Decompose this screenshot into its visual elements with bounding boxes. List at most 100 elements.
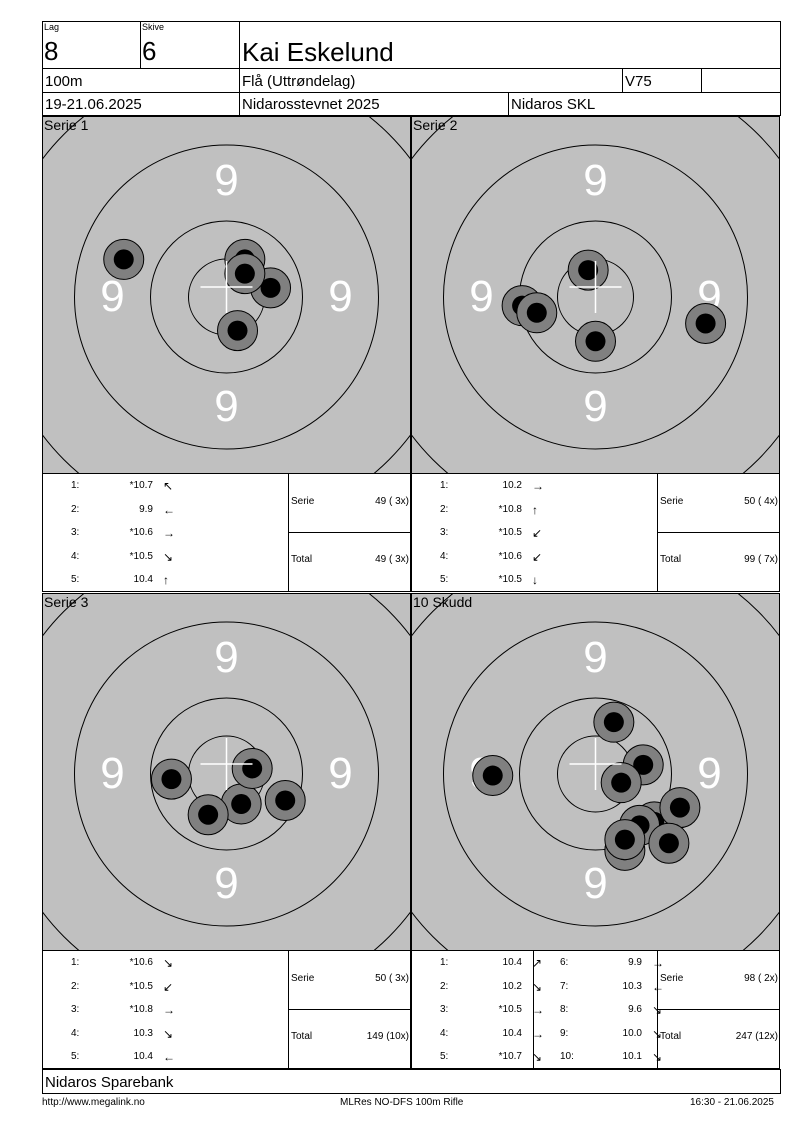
table-row: 3:*10.6→ (71, 526, 191, 540)
serie-value: 50 ( 3x) (375, 973, 409, 984)
direction-arrow-icon: ↗ (532, 956, 543, 970)
shot-number: 4: (71, 1027, 80, 1039)
target-ring (443, 144, 748, 450)
shot-center (198, 804, 219, 825)
skive-value: 6 (142, 36, 157, 66)
table-row: 2:10.2↘ (440, 980, 560, 994)
shooter-name-cell: Kai Eskelund (239, 21, 781, 69)
club: Flå (Uttrøndelag) (242, 73, 356, 90)
shot-value: *10.7 (498, 1051, 522, 1062)
shot-table: 1:10.4↗2:10.2↘3:*10.5→4:10.4→5:*10.7↘6:9… (411, 950, 780, 1069)
ring-number: 9 (583, 633, 607, 682)
ring-number: 9 (214, 859, 238, 908)
shot-number: 4: (71, 550, 80, 562)
shot-center (234, 263, 255, 284)
shot-number: 3: (71, 527, 80, 538)
table-row: 1:10.4↗ (440, 956, 560, 970)
serie-value: 50 ( 4x) (744, 496, 778, 507)
footer-url[interactable]: http://www.megalink.no (42, 1097, 145, 1108)
ring-number: 9 (100, 272, 124, 321)
shot-number: 4: (440, 550, 449, 562)
target-ring (150, 220, 303, 374)
event-cell: Nidarosstevnet 2025 (239, 92, 509, 116)
direction-arrow-icon: ↙ (163, 979, 174, 994)
total-label: Total (660, 554, 682, 565)
shot-number: 1: (440, 480, 449, 491)
shot-center (611, 772, 632, 793)
table-row: 4:10.4→ (440, 1027, 560, 1041)
class: V75 (625, 73, 652, 90)
direction-arrow-icon: → (163, 526, 175, 540)
shot-table: 1:*10.6↘2:*10.5↙3:*10.8→4:10.3↘5:10.4←Se… (42, 950, 411, 1069)
shot-number: 6: (560, 957, 569, 968)
table-row: 1:*10.6↘ (71, 956, 191, 970)
serie-cell: Serie 50 ( 3x) (288, 951, 411, 1010)
shot-number: 2: (440, 980, 449, 992)
serie-value: 49 ( 3x) (375, 496, 409, 507)
ring-number: 9 (583, 382, 607, 431)
dates: 19-21.06.2025 (45, 96, 142, 113)
target-panel: 999910 Skudd (411, 593, 780, 951)
direction-arrow-icon: ↖ (163, 479, 174, 493)
table-row: 5:*10.5↓ (440, 573, 560, 587)
shooter-name: Kai Eskelund (242, 37, 394, 67)
ring-number: 9 (214, 156, 238, 205)
shot-number: 7: (560, 980, 569, 992)
shot-value: 9.9 (139, 503, 153, 515)
total-value: 149 (10x) (366, 1031, 409, 1042)
table-row: 1:*10.7↖ (71, 479, 191, 493)
serie-label: Serie (660, 496, 684, 507)
sponsor: Nidaros Sparebank (45, 1074, 174, 1091)
total-label: Total (291, 554, 313, 565)
direction-arrow-icon: → (532, 1026, 544, 1041)
shot-value: 10.2 (502, 980, 522, 992)
shot-value: 10.0 (622, 1027, 642, 1039)
serie-label: Serie (291, 973, 315, 984)
shot-center (113, 249, 134, 270)
shot-value: 10.1 (622, 1051, 642, 1062)
panel-title: 10 Skudd (413, 594, 473, 610)
skive-label: Skive (142, 22, 165, 32)
shot-center (526, 302, 547, 323)
shot-number: 3: (71, 1004, 80, 1015)
total-label: Total (291, 1031, 313, 1042)
direction-arrow-icon: ↙ (532, 526, 543, 540)
table-row: 7:10.3← (560, 980, 680, 994)
lag-cell: Lag 8 (42, 21, 141, 69)
shot-number: 1: (440, 957, 449, 968)
panel-title: Serie 1 (44, 117, 89, 133)
shot-number: 4: (440, 1027, 449, 1039)
shot-value: 10.2 (502, 480, 522, 491)
direction-arrow-icon: → (652, 956, 664, 970)
direction-arrow-icon: ↑ (163, 573, 169, 587)
table-row: 5:*10.7↘ (440, 1050, 560, 1064)
shot-value: *10.8 (129, 1004, 153, 1015)
serie-label: Serie (660, 973, 684, 984)
shot-number: 5: (71, 574, 80, 585)
direction-arrow-icon: → (532, 479, 544, 493)
direction-arrow-icon: → (532, 1003, 544, 1017)
target-ring (443, 621, 748, 927)
distance: 100m (45, 73, 83, 90)
shot-value: *10.5 (129, 980, 153, 992)
direction-arrow-icon: ↘ (532, 1050, 543, 1064)
shot-center (578, 260, 599, 281)
ring-number: 9 (214, 382, 238, 431)
footer-software: MLRes NO-DFS 100m Rifle (340, 1097, 464, 1108)
lag-value: 8 (44, 36, 59, 66)
organizer-cell: Nidaros SKL (508, 92, 781, 116)
shot-center (633, 754, 654, 775)
table-row: 2:*10.8↑ (440, 503, 560, 517)
footer-timestamp: 16:30 - 21.06.2025 (690, 1097, 774, 1108)
divider (533, 951, 534, 1068)
target-ring (74, 144, 379, 450)
shot-value: 10.4 (133, 574, 153, 585)
shot-center (669, 797, 690, 818)
table-row: 3:*10.8→ (71, 1003, 191, 1017)
